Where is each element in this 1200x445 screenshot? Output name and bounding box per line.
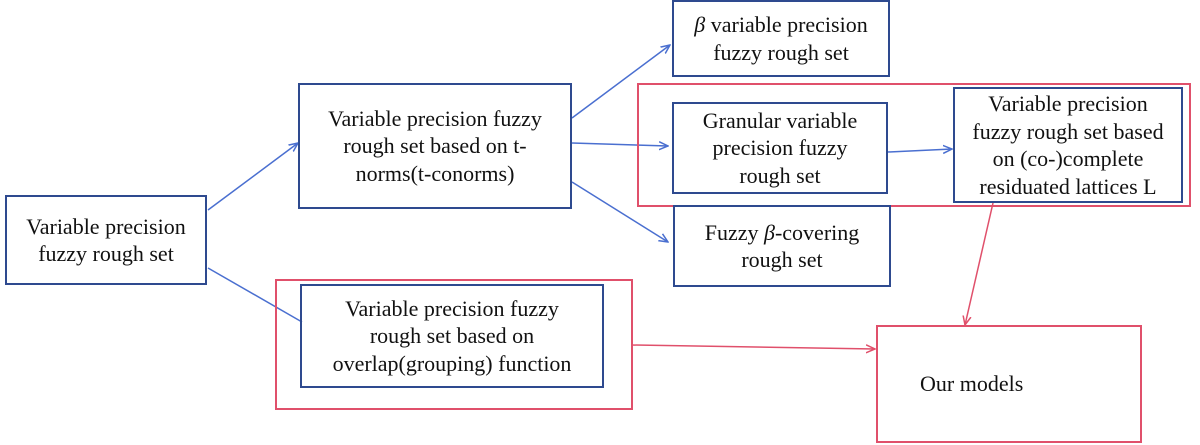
- arrow-tnorms-to-beta: [571, 45, 670, 119]
- overlap-group: [275, 279, 633, 410]
- node-overlap-label: Variable precision fuzzy rough set based…: [332, 295, 572, 376]
- covering-text-pre: Fuzzy: [704, 219, 764, 245]
- node-our-models: Our models: [876, 325, 1142, 443]
- node-vpfrs-label: Variable precision fuzzy rough set: [26, 213, 186, 267]
- node-beta-vpfrs-label: β variable precision fuzzy rough set: [694, 11, 867, 66]
- node-covering-label: Fuzzy β-covering rough set: [705, 219, 860, 274]
- node-our-models-label: Our models: [920, 371, 1024, 397]
- covering-text-post: -covering rough set: [741, 219, 860, 273]
- arrow-tnorms-to-granular: [571, 143, 668, 146]
- arrow-overlap-to-models: [631, 345, 875, 349]
- arrow-granular-to-lattices: [887, 149, 952, 152]
- covering-beta-symbol: β: [764, 219, 775, 245]
- node-lattices: Variable precision fuzzy rough set based…: [953, 87, 1183, 203]
- node-beta-vpfrs: β variable precision fuzzy rough set: [672, 0, 890, 77]
- beta-symbol: β: [694, 12, 706, 37]
- arrow-lattices-to-models: [965, 202, 994, 325]
- node-lattices-label: Variable precision fuzzy rough set based…: [972, 91, 1164, 199]
- arrow-vpfrs-to-tnorms: [207, 143, 298, 211]
- node-vpfrs: Variable precision fuzzy rough set: [5, 195, 207, 285]
- node-tnorms: Variable precision fuzzy rough set based…: [298, 83, 572, 209]
- node-granular-label: Granular variable precision fuzzy rough …: [702, 107, 858, 188]
- node-overlap: Variable precision fuzzy rough set based…: [300, 284, 604, 388]
- beta-vpfrs-text: variable precision fuzzy rough set: [710, 12, 868, 65]
- node-tnorms-label: Variable precision fuzzy rough set based…: [328, 105, 542, 186]
- arrow-tnorms-to-covering: [571, 181, 668, 242]
- granular-lattices-group: [637, 83, 1191, 207]
- node-covering: Fuzzy β-covering rough set: [673, 205, 891, 287]
- line-vpfrs-to-overlap: [207, 267, 303, 323]
- node-granular: Granular variable precision fuzzy rough …: [672, 102, 888, 194]
